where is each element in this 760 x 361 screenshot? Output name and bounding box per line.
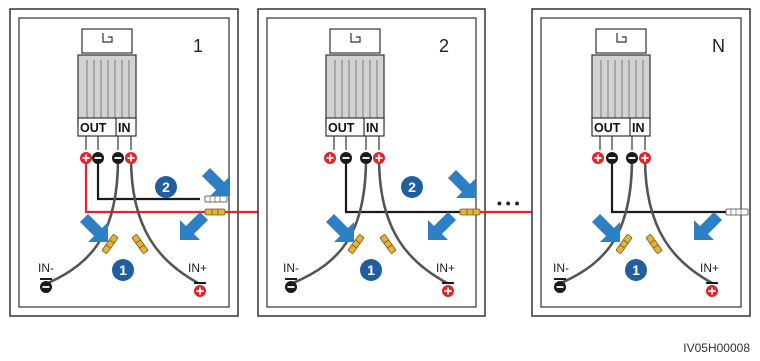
plus-terminal-icon (442, 282, 454, 297)
in-plus-label: IN+ (700, 261, 719, 275)
hook-icon (616, 33, 627, 43)
in-minus-label: IN- (283, 261, 299, 275)
out-positive-terminal-icon (80, 152, 92, 164)
panel-label: 1 (193, 36, 203, 56)
step-badge: 1 (625, 259, 647, 281)
step-badge: 1 (112, 259, 134, 281)
panel-inner-frame (18, 17, 230, 308)
panel-2: 2 OUT IN (257, 8, 486, 317)
in-negative-terminal-icon (626, 152, 638, 164)
in-positive-terminal-icon (373, 152, 385, 164)
minus-terminal-icon (40, 278, 52, 293)
out-negative-cable (96, 158, 200, 201)
svg-text:1: 1 (119, 262, 127, 278)
out-positive-cable (84, 158, 210, 214)
panel-n: N OUT IN (531, 8, 751, 317)
optimizer: OUT IN (77, 28, 137, 150)
panel-label: N (712, 36, 725, 56)
panel-inner-frame (540, 17, 742, 308)
in-positive-terminal-icon (639, 152, 651, 164)
in-positive-cable (129, 157, 199, 285)
out-negative-terminal-icon (340, 152, 352, 164)
out-positive-terminal-icon (324, 152, 336, 164)
panel-inner-frame (266, 17, 477, 308)
optimizer-bracket (81, 28, 133, 54)
optimizer: OUT IN (325, 28, 385, 150)
in-positive-cable (377, 157, 448, 285)
plus-terminal-icon (706, 282, 718, 297)
in-plus-label: IN+ (436, 261, 455, 275)
out-negative-cable (344, 158, 465, 214)
svg-text:2: 2 (162, 179, 170, 195)
optimizer: OUT IN (591, 28, 651, 150)
out-port-label: OUT (594, 121, 621, 135)
panel-1: 1 OUT IN (9, 8, 239, 317)
in-plus-label: IN+ (188, 261, 207, 275)
out-port-label: OUT (328, 121, 355, 135)
in-port-label: IN (632, 121, 645, 135)
ellipsis-separator: • • • (497, 195, 520, 211)
svg-text:1: 1 (367, 262, 375, 278)
in-positive-terminal-icon (125, 152, 137, 164)
cable-end-plug-icon (204, 195, 228, 203)
out-positive-terminal-icon (592, 152, 604, 164)
figure-id: IV05H00008 (683, 341, 750, 355)
optimizer-label-strip (77, 117, 137, 137)
hook-icon (102, 33, 113, 43)
svg-text:2: 2 (408, 179, 416, 195)
step-badge: 2 (155, 176, 177, 198)
in-negative-terminal-icon (360, 152, 372, 164)
out-negative-terminal-icon (92, 152, 104, 164)
plus-terminal-icon (194, 282, 206, 297)
in-positive-cable (643, 157, 713, 285)
step-badge: 2 (401, 176, 423, 198)
in-negative-terminal-icon (112, 152, 124, 164)
svg-text:1: 1 (632, 262, 640, 278)
out-negative-terminal-icon (606, 152, 618, 164)
out-port-label: OUT (80, 121, 107, 135)
in-minus-label: IN- (553, 261, 569, 275)
cable-connector-icon (459, 208, 481, 216)
in-port-label: IN (118, 121, 131, 135)
in-port-label: IN (366, 121, 379, 135)
step-badge: 1 (360, 259, 382, 281)
in-minus-label: IN- (38, 261, 54, 275)
minus-terminal-icon (554, 278, 566, 293)
hook-icon (350, 33, 361, 43)
minus-terminal-icon (285, 278, 297, 293)
cable-connector-icon (204, 208, 226, 216)
cable-end-plug-icon (725, 208, 749, 216)
out-negative-cable (610, 158, 728, 214)
panel-label: 2 (439, 36, 449, 56)
